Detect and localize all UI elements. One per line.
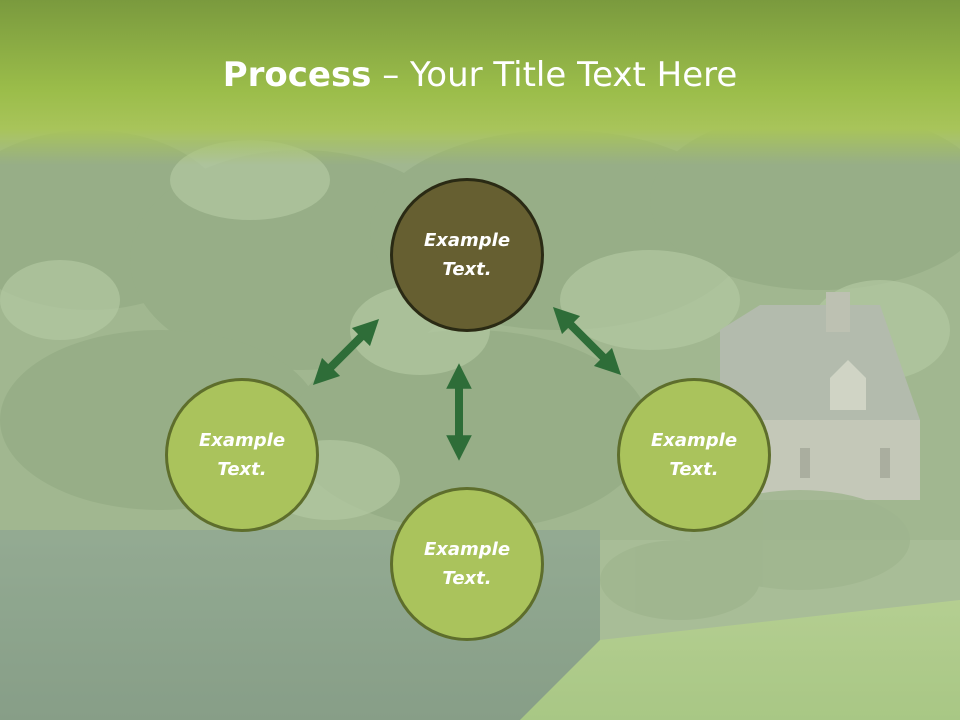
node-right-line1: Example xyxy=(650,430,738,451)
node-bottom-line1: Example xyxy=(423,539,511,560)
diagram-node-top: Example Text. xyxy=(390,178,544,332)
node-top-line2: Text. xyxy=(442,259,492,280)
node-left-line2: Text. xyxy=(217,459,267,480)
node-right-line2: Text. xyxy=(669,459,719,480)
diagram-node-right: Example Text. xyxy=(617,378,771,532)
title-bold: Process xyxy=(222,55,372,95)
header-band xyxy=(0,0,960,165)
diagram-node-left: Example Text. xyxy=(165,378,319,532)
slide-title: Process – Your Title Text Here xyxy=(0,52,960,98)
node-bottom-line2: Text. xyxy=(442,568,492,589)
node-left-line1: Example xyxy=(198,430,286,451)
node-top-line1: Example xyxy=(423,230,511,251)
diagram-node-bottom: Example Text. xyxy=(390,487,544,641)
title-rest: – Your Title Text Here xyxy=(371,55,738,95)
